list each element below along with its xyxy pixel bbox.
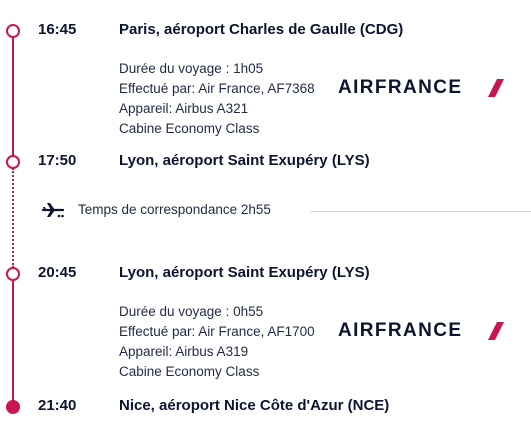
operated-by: Effectué par: Air France, AF7368 xyxy=(119,81,315,96)
flight-duration: Durée du voyage : 0h55 xyxy=(119,304,264,319)
timeline-node-arrival-2 xyxy=(6,400,20,414)
connection-plane-icon xyxy=(42,203,64,218)
aircraft-type: Appareil: Airbus A319 xyxy=(119,344,249,359)
timeline-node-departure-1 xyxy=(6,24,20,38)
arrival-time: 21:40 xyxy=(38,397,77,414)
arrival-airport: Nice, aéroport Nice Côte d'Azur (NCE) xyxy=(119,397,390,414)
arrival-airport: Lyon, aéroport Saint Exupéry (LYS) xyxy=(119,152,370,169)
timeline-line-segment-2 xyxy=(12,274,14,405)
timeline-line-segment-1 xyxy=(12,31,14,162)
departure-time: 20:45 xyxy=(38,264,77,281)
connection-divider xyxy=(310,211,531,212)
operated-by: Effectué par: Air France, AF1700 xyxy=(119,324,315,339)
departure-time: 16:45 xyxy=(38,21,77,38)
flight-duration: Durée du voyage : 1h05 xyxy=(119,61,264,76)
aircraft-type: Appareil: Airbus A321 xyxy=(119,101,249,116)
departure-airport: Paris, aéroport Charles de Gaulle (CDG) xyxy=(119,21,404,38)
timeline-connection-dotted-line xyxy=(12,168,14,268)
air-france-logo: AIRFRANCE xyxy=(338,77,463,98)
arrival-time: 17:50 xyxy=(38,152,77,169)
connection-time: Temps de correspondance 2h55 xyxy=(78,202,271,217)
departure-airport: Lyon, aéroport Saint Exupéry (LYS) xyxy=(119,264,370,281)
timeline-node-departure-2 xyxy=(6,267,20,281)
air-france-logo-slash-icon xyxy=(488,322,504,340)
air-france-logo: AIRFRANCE xyxy=(338,320,463,341)
cabin-class: Cabine Economy Class xyxy=(119,121,260,136)
timeline-node-arrival-1 xyxy=(6,155,20,169)
cabin-class: Cabine Economy Class xyxy=(119,364,260,379)
air-france-logo-slash-icon xyxy=(488,79,504,97)
